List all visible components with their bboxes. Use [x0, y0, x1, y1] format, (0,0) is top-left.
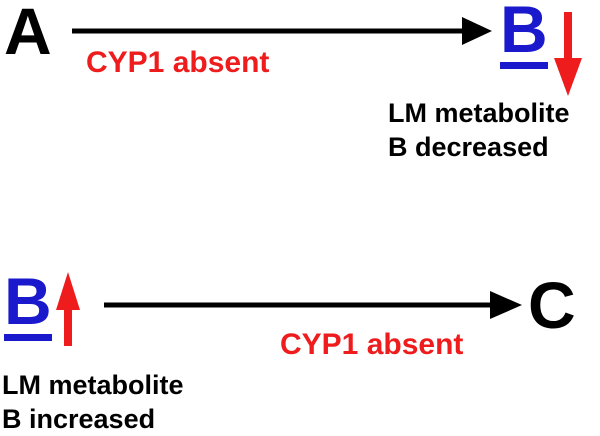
- bottom-caption-line2: B increased: [2, 404, 156, 434]
- top-reaction-arrow: [72, 17, 492, 45]
- node-a: A: [4, 0, 52, 68]
- top-caption-line1: LM metabolite: [388, 98, 570, 128]
- bottom-reaction-arrow: [104, 291, 522, 319]
- bottom-caption: LM metabolite B increased: [2, 368, 184, 436]
- top-caption-line2: B decreased: [388, 132, 549, 162]
- node-c: C: [528, 268, 576, 342]
- bottom-arrow-label: CYP1 absent: [280, 328, 464, 361]
- top-arrow-label: CYP1 absent: [86, 46, 270, 79]
- bottom-increase-arrow-icon: [56, 272, 80, 346]
- bottom-caption-line1: LM metabolite: [2, 370, 184, 400]
- top-decrease-arrow-icon: [554, 12, 582, 96]
- node-b-top: B: [500, 0, 548, 69]
- top-caption: LM metabolite B decreased: [388, 96, 570, 164]
- node-b-bottom: B: [4, 268, 52, 341]
